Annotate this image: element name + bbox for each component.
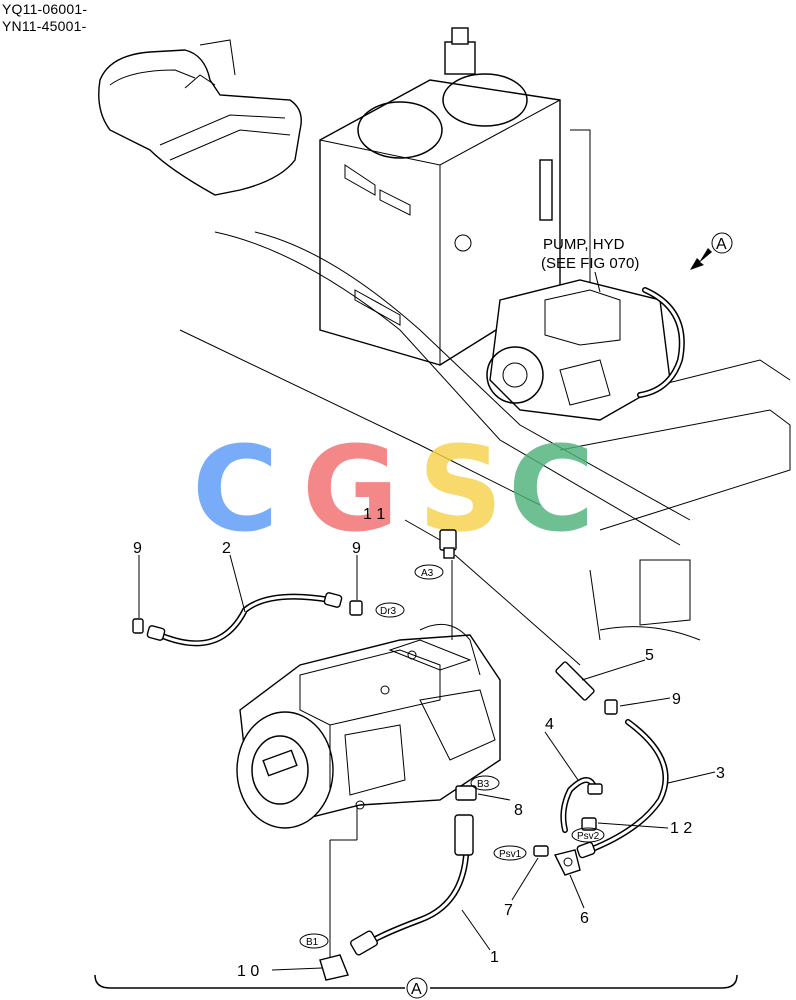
hose-3 — [576, 719, 669, 859]
fitting-7 — [533, 845, 549, 857]
callout-9-right: 9 — [672, 691, 681, 708]
svg-text:B1: B1 — [306, 937, 319, 948]
fitting-9-mid — [349, 600, 363, 616]
callout-4: 4 — [545, 716, 554, 733]
callout-6: 6 — [580, 910, 589, 927]
hydraulic-tank — [319, 27, 591, 366]
pipe-5 — [555, 661, 595, 701]
callout-12: 1 2 — [670, 820, 692, 837]
port-dr3: Dr3 — [375, 602, 405, 618]
svg-text:Psv1: Psv1 — [499, 849, 522, 860]
svg-text:Psv2: Psv2 — [577, 831, 600, 842]
view-a-bracket: A — [94, 974, 738, 999]
fitting-12 — [581, 817, 597, 831]
tee-6 — [553, 849, 581, 876]
callout-9-mid: 9 — [352, 540, 361, 557]
elbow-10 — [319, 954, 349, 981]
leader-lines — [138, 519, 716, 971]
port-b1: B1 — [299, 933, 329, 949]
port-b3: B3 — [470, 775, 500, 791]
svg-text:Dr3: Dr3 — [380, 606, 397, 617]
fitting-9-left — [132, 618, 144, 634]
elbow-11 — [439, 529, 457, 559]
svg-text:B3: B3 — [477, 779, 490, 790]
callout-9-left: 9 — [133, 540, 142, 557]
hose-2 — [146, 592, 343, 647]
callout-8: 8 — [514, 802, 523, 819]
serial-number-1: YQ11-06001- — [2, 1, 88, 17]
fitting-9-right — [604, 699, 618, 715]
port-a3: A3 — [414, 564, 444, 580]
callout-7: 7 — [504, 902, 513, 919]
port-psv2: Psv2 — [571, 827, 605, 843]
serial-number-2: YN11-45001- — [2, 18, 87, 34]
watermark-letter-c1: C — [192, 420, 279, 558]
svg-text:A3: A3 — [421, 568, 434, 579]
hose-4 — [560, 777, 603, 833]
watermark-letter-c2: C — [508, 420, 595, 558]
view-a-marker-top: A — [711, 232, 733, 254]
callout-10: 1 0 — [237, 963, 259, 980]
port-psv1: Psv1 — [493, 845, 527, 861]
watermark: C G S C — [192, 420, 595, 558]
callout-1: 1 — [490, 949, 499, 966]
view-arrow-icon — [690, 248, 712, 270]
view-a-label-top: A — [716, 236, 727, 253]
callout-3: 3 — [716, 765, 725, 782]
operator-seat — [98, 39, 302, 196]
pump-note-line1: PUMP, HYD — [543, 236, 625, 253]
watermark-letter-g: G — [302, 420, 399, 558]
pump-note-line2: (SEE FIG 070) — [541, 255, 639, 272]
callout-5: 5 — [645, 647, 654, 664]
view-a-label-bottom: A — [411, 981, 422, 998]
hose-1 — [350, 814, 474, 956]
callout-2: 2 — [222, 540, 231, 557]
watermark-letter-s: S — [418, 420, 503, 558]
adapter-8 — [455, 785, 477, 801]
hydraulic-pump — [236, 623, 501, 829]
callout-11: 1 1 — [363, 506, 385, 523]
installed-pump — [486, 279, 685, 421]
